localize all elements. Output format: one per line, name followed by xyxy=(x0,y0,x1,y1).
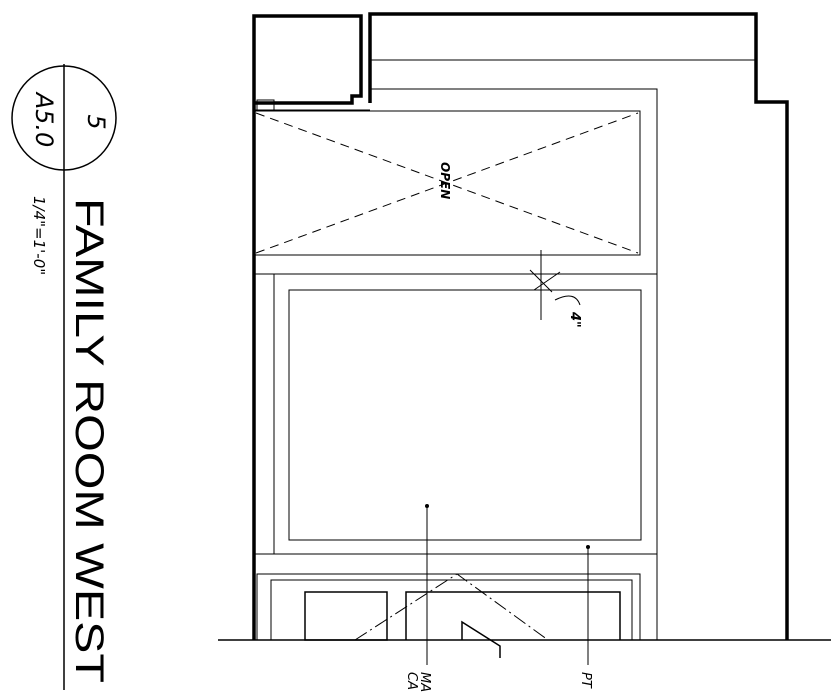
dimension-label: 4" xyxy=(567,311,582,328)
panel-outer xyxy=(273,273,658,555)
sheet-reference: A5.0 xyxy=(30,91,58,148)
open-diagonal-b xyxy=(255,112,639,254)
leader-label-ma: MA xyxy=(417,672,432,692)
dimension-mark xyxy=(529,250,581,320)
base-cabinet xyxy=(256,573,641,640)
elevation: OPEN 4" MA CA PT xyxy=(218,12,831,692)
drawing-title: FAMILY ROOM WEST xyxy=(67,198,111,683)
open-label: OPEN xyxy=(438,162,452,199)
wall-outline xyxy=(252,12,789,640)
base-cabinet-inner xyxy=(270,579,633,640)
leader-label-pt: PT xyxy=(578,672,593,689)
ceiling-line xyxy=(370,88,658,640)
swing-line xyxy=(354,573,549,641)
break-line xyxy=(461,620,501,658)
leader-ma-dot xyxy=(425,504,429,508)
cabinet-door-right xyxy=(405,591,621,640)
leader-label-ca: CA xyxy=(404,672,419,690)
drawing-scale: 1/4"=1'-0" xyxy=(30,196,48,275)
panel-inner xyxy=(288,289,642,541)
cabinet-door-left xyxy=(304,591,388,641)
title-block: 5 A5.0 FAMILY ROOM WEST 1/4"=1'-0" xyxy=(11,64,117,690)
leader-pt-dot xyxy=(586,545,590,549)
view-number: 5 xyxy=(82,114,110,129)
open-area-frame xyxy=(253,110,641,256)
